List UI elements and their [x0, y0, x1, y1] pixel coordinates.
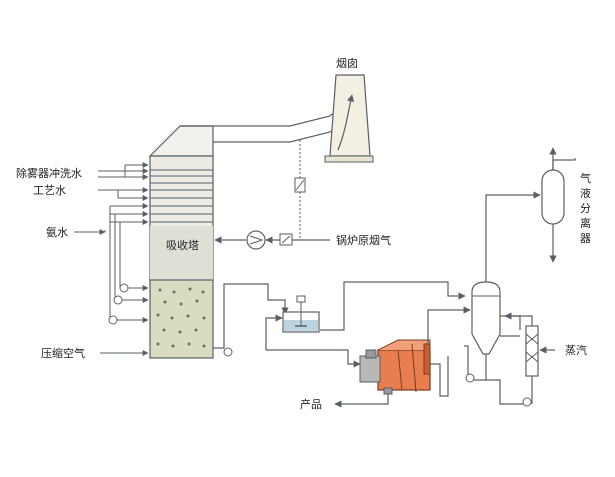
centrifuge — [359, 339, 431, 395]
left-inlet-lines — [74, 162, 149, 356]
slurry-pump — [223, 347, 233, 357]
evaporator — [471, 281, 501, 355]
chimney-label: 烟囱 — [336, 56, 358, 70]
boiler-flue-gas-inlet: 锅炉原烟气 — [214, 230, 391, 250]
compressed-air-label: 压缩空气 — [41, 346, 85, 360]
demister-water-label: 除雾器冲洗水 — [16, 166, 82, 180]
svg-text:离: 离 — [580, 216, 591, 230]
aeration-bubbles — [156, 287, 206, 348]
absorber-top-hood — [148, 125, 214, 157]
heat-exchanger — [525, 325, 539, 377]
chimney: 烟囱 — [324, 56, 374, 163]
svg-text:气: 气 — [580, 171, 591, 185]
boiler-flue-gas-label: 锅炉原烟气 — [336, 233, 391, 247]
absorber-tower: 吸收塔 — [148, 125, 214, 359]
separator-label: 气 液 分 离 器 — [580, 171, 591, 245]
crystallizer-tank — [282, 295, 320, 333]
ammonia-water-label: 氨水 — [46, 226, 68, 239]
process-water-label: 工艺水 — [33, 184, 66, 197]
recirculation-pumps — [108, 283, 129, 325]
chimney-flow-arrow — [337, 94, 355, 151]
agitator-motor — [296, 295, 306, 303]
gas-liquid-separator — [541, 147, 576, 263]
evaporator-pump — [465, 373, 475, 383]
booster-fan — [246, 230, 266, 250]
svg-text:器: 器 — [580, 232, 591, 245]
product-line — [334, 394, 389, 408]
absorber-label: 吸收塔 — [166, 238, 199, 252]
product-label: 产品 — [300, 397, 322, 411]
svg-text:液: 液 — [580, 186, 591, 200]
steam-label: 蒸汽 — [565, 343, 587, 357]
slurry-outlet-line — [213, 283, 289, 349]
svg-text:分: 分 — [580, 202, 591, 215]
